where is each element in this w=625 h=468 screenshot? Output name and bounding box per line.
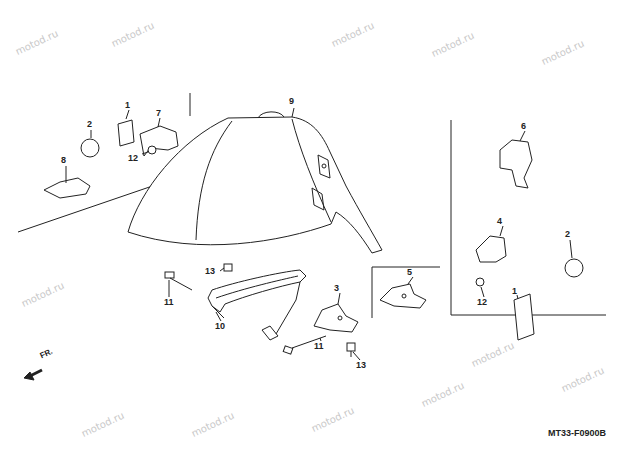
callout-number: 10 <box>215 322 225 331</box>
watermark: motod.ru <box>310 406 356 434</box>
watermark: motod.ru <box>420 381 466 409</box>
callout-number: 13 <box>205 267 215 276</box>
callout-number: 11 <box>314 342 324 351</box>
callout-number: 1 <box>512 287 517 296</box>
callout-number: 8 <box>61 156 66 165</box>
callout-number: 5 <box>407 268 412 277</box>
callout-number: 11 <box>164 298 174 307</box>
callout-number: 7 <box>156 109 161 118</box>
watermark: motod.ru <box>190 411 236 439</box>
callout-number: 6 <box>521 122 526 131</box>
callout-number: 2 <box>565 230 570 239</box>
callout-number: 12 <box>477 298 487 307</box>
watermark: motod.ru <box>330 21 376 49</box>
watermark: motod.ru <box>14 29 60 57</box>
callout-number: 12 <box>128 154 138 163</box>
watermark: motod.ru <box>20 281 66 309</box>
direction-label: FR. <box>39 348 54 361</box>
watermark: motod.ru <box>540 39 586 67</box>
callout-number: 9 <box>289 97 294 106</box>
watermark: motod.ru <box>470 341 516 369</box>
callout-number: 13 <box>356 361 366 370</box>
callout-number: 2 <box>87 120 92 129</box>
watermark: motod.ru <box>430 31 476 59</box>
callout-number: 4 <box>497 217 502 226</box>
callout-number: 1 <box>125 101 130 110</box>
callout-number: 3 <box>334 284 339 293</box>
diagram-code: MT33-F0900B <box>548 429 606 438</box>
watermark: motod.ru <box>80 411 126 439</box>
watermark: motod.ru <box>560 366 606 394</box>
watermark: motod.ru <box>110 21 156 49</box>
